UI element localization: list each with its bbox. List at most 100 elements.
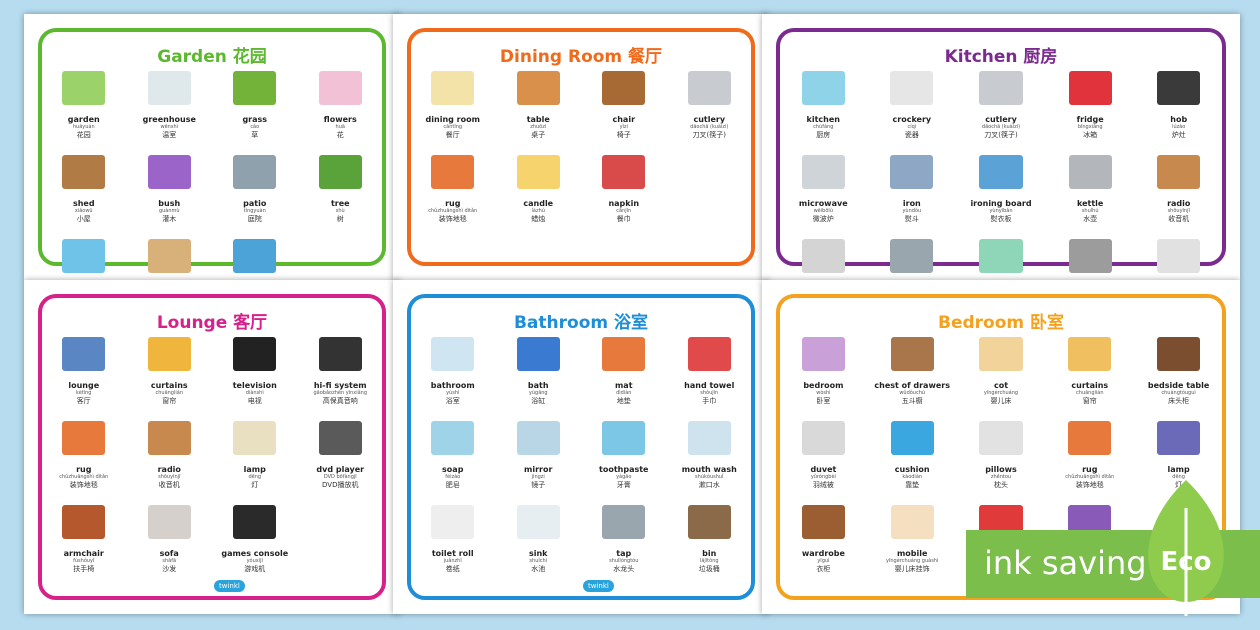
vocab-chinese: 浴缸 — [531, 397, 546, 405]
vocab-english: games console — [221, 549, 289, 558]
vocab-chinese: 五斗橱 — [901, 397, 923, 405]
vocab-pinyin: huā — [335, 124, 345, 130]
vocab-picture — [1054, 232, 1126, 280]
vocab-english: fridge — [1076, 115, 1104, 124]
vocab-pinyin: yùshì — [446, 390, 460, 396]
vocab-chinese: 高保真音响 — [322, 397, 358, 405]
vocab-picture — [304, 414, 376, 462]
vocab-chinese: 床头柜 — [1168, 397, 1190, 405]
vocab-english: cushion — [894, 465, 930, 474]
vocab-pinyin: dāochā (kuàizi) — [690, 124, 729, 130]
kettle-icon — [1068, 155, 1112, 189]
vocab-pinyin: yǔróngbèi — [810, 474, 836, 480]
vocab-pinyin: xiǎowū — [74, 208, 93, 214]
vocab-english: curtains — [1071, 381, 1109, 390]
vocab-english: soap — [442, 465, 464, 474]
vocab-chinese: 水壶 — [1083, 215, 1098, 223]
vocab-picture — [304, 64, 376, 112]
vocab-chinese: 刀叉(筷子) — [984, 131, 1018, 139]
armchair-icon — [62, 505, 106, 539]
games-console-icon — [233, 505, 277, 539]
eco-leaf-icon: Eco — [1148, 480, 1224, 616]
vocab-english: curtains — [150, 381, 188, 390]
vocab-picture — [787, 330, 859, 378]
vocab-card: swimming pool — [44, 232, 124, 280]
vocab-pinyin: kètīng — [76, 390, 92, 396]
vocab-chinese: 冰箱 — [1083, 131, 1098, 139]
vocab-pinyin: làzhú — [531, 208, 545, 214]
vocab-picture — [965, 330, 1037, 378]
vocab-picture — [787, 498, 859, 546]
curtains-icon — [147, 337, 191, 371]
vocab-picture — [965, 148, 1037, 196]
vocab-chinese: 庭院 — [247, 215, 262, 223]
vocab-pinyin: chuángtóuguì — [1161, 390, 1196, 396]
vocab-pinyin: féizào — [445, 474, 461, 480]
vocab-pinyin: yǐzi — [619, 124, 628, 130]
vocab-chinese: 羽绒被 — [812, 481, 834, 489]
vocab-picture — [876, 232, 948, 280]
vocab-picture — [219, 330, 291, 378]
candle-icon — [516, 155, 560, 189]
vocab-picture — [502, 414, 574, 462]
vocab-pinyin: chǔzhuāngshì dìtǎn — [428, 208, 478, 214]
lamp-icon — [233, 421, 277, 455]
vocab-english: toothpaste — [599, 465, 649, 474]
vocab-pinyin: yóuxìjī — [246, 558, 263, 564]
vocab-english: tap — [616, 549, 632, 558]
vocab-picture — [787, 232, 859, 280]
vocab-picture — [417, 498, 489, 546]
vocab-english: table — [526, 115, 550, 124]
vocab-chinese: 电视 — [247, 397, 262, 405]
greenhouse-icon — [147, 71, 191, 105]
vocab-english: hob — [1170, 115, 1188, 124]
vocab-picture — [588, 498, 660, 546]
vocab-picture — [304, 148, 376, 196]
vocab-english: ironing board — [970, 199, 1032, 208]
vocab-picture — [133, 330, 205, 378]
sofa-icon — [147, 505, 191, 539]
vocab-picture — [588, 414, 660, 462]
vocab-english: tree — [330, 199, 350, 208]
vocab-pinyin: tíngyuàn — [243, 208, 266, 214]
vocab-chinese: 牙膏 — [616, 481, 631, 489]
vocab-english: bin — [702, 549, 717, 558]
microwave-icon — [801, 155, 845, 189]
vocab-picture — [417, 330, 489, 378]
vocab-picture — [588, 330, 660, 378]
vocab-english: pillows — [985, 465, 1017, 474]
vocab-picture — [417, 148, 489, 196]
vocab-chinese: 灌木 — [162, 215, 177, 223]
dvd-player-icon — [318, 421, 362, 455]
vocab-english: lamp — [1167, 465, 1190, 474]
vocab-pinyin: chǔzhuāngshì dìtǎn — [1065, 474, 1115, 480]
vocab-english: chair — [612, 115, 636, 124]
twinkl-logo: twinkl — [214, 580, 245, 592]
shed-icon — [62, 155, 106, 189]
vocab-picture — [673, 330, 745, 378]
television-icon — [233, 337, 277, 371]
vocab-chinese: 垃圾桶 — [698, 565, 720, 573]
vocab-picture — [876, 330, 948, 378]
lounge-icon — [62, 337, 106, 371]
rug-icon — [431, 155, 475, 189]
vocab-english: mobile — [896, 549, 928, 558]
mouth-wash-icon — [687, 421, 731, 455]
vocab-pinyin: shuǐhú — [1081, 208, 1099, 214]
